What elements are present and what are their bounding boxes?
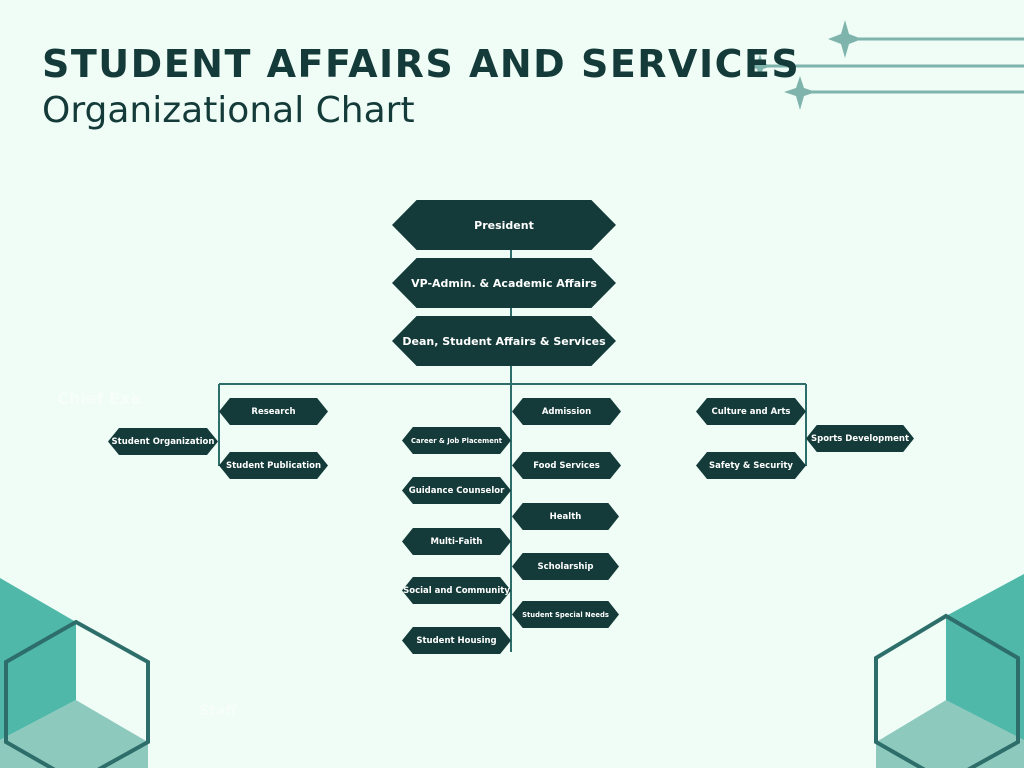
node-president: President bbox=[392, 200, 616, 250]
ghost-label-staff: Staff bbox=[199, 703, 237, 719]
node-dean-student-affairs: Dean, Student Affairs & Services bbox=[392, 316, 616, 366]
hexagon-decoration-left bbox=[0, 578, 150, 768]
node-food-services: Food Services bbox=[512, 452, 621, 479]
node-culture-and-arts: Culture and Arts bbox=[696, 398, 806, 425]
node-social-and-community: Social and Community bbox=[402, 577, 511, 604]
node-research: Research bbox=[219, 398, 328, 425]
node-sports-development: Sports Development bbox=[806, 425, 914, 452]
node-health: Health bbox=[512, 503, 619, 530]
node-career-job-placement: Career & Job Placement bbox=[402, 427, 511, 454]
node-vp-admin-academic-affairs: VP-Admin. & Academic Affairs bbox=[392, 258, 616, 308]
node-safety-and-security: Safety & Security bbox=[696, 452, 806, 479]
sparkle-decoration bbox=[748, 20, 1024, 110]
node-student-publication: Student Publication bbox=[219, 452, 328, 479]
ghost-label-chief-exe: Chief Exe bbox=[57, 389, 142, 408]
page-title: STUDENT AFFAIRS AND SERVICES bbox=[42, 42, 801, 86]
node-student-special-needs: Student Special Needs bbox=[512, 601, 619, 628]
hexagon-decoration-right bbox=[874, 574, 1024, 768]
node-scholarship: Scholarship bbox=[512, 553, 619, 580]
node-admission: Admission bbox=[512, 398, 621, 425]
page-subtitle: Organizational Chart bbox=[42, 90, 415, 131]
node-guidance-counselor: Guidance Counselor bbox=[402, 477, 511, 504]
node-multi-faith: Multi-Faith bbox=[402, 528, 511, 555]
node-student-housing: Student Housing bbox=[402, 627, 511, 654]
node-student-organization: Student Organization bbox=[108, 428, 218, 455]
